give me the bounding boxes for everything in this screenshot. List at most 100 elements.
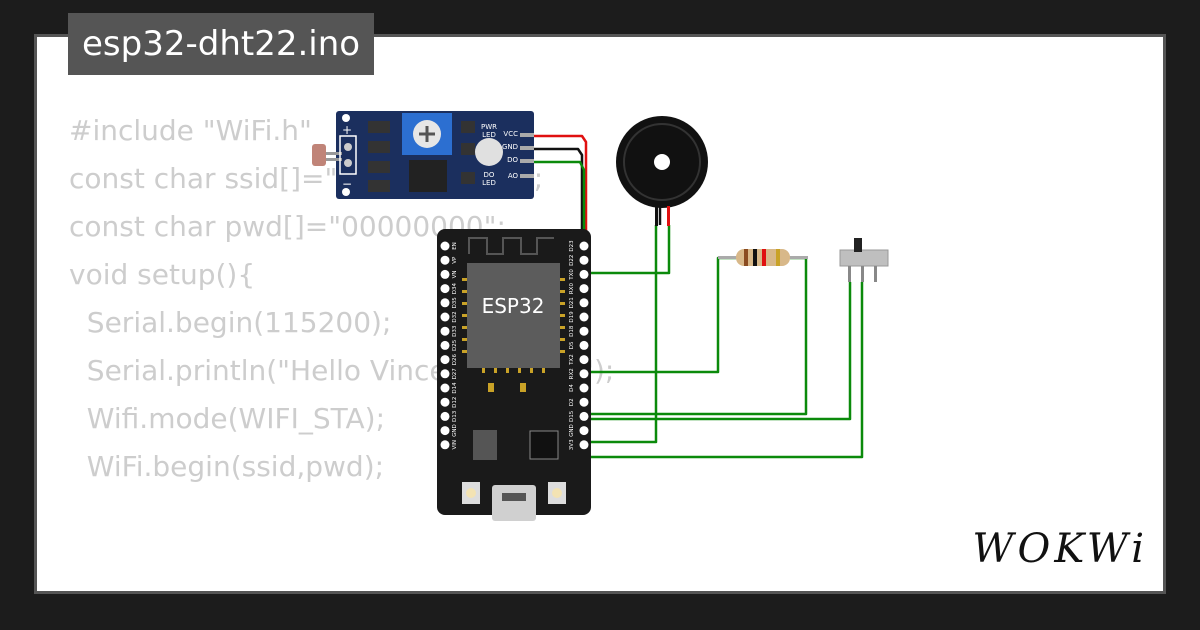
pin-hole-d13[interactable] bbox=[440, 411, 450, 421]
pin-label-vcc: VCC bbox=[503, 130, 518, 138]
esp32-module-shield bbox=[467, 263, 560, 368]
pin-label-d15: D15 bbox=[569, 410, 575, 422]
module-castellation bbox=[462, 278, 565, 373]
wire-vcc[interactable] bbox=[532, 134, 588, 232]
buzzer[interactable] bbox=[616, 116, 708, 226]
pin-hole-gnd[interactable] bbox=[579, 426, 589, 436]
antenna-trace bbox=[468, 237, 554, 255]
pin-hole-d2[interactable] bbox=[579, 397, 589, 407]
pin-hole-vin[interactable] bbox=[440, 440, 450, 450]
pin-hole-d26[interactable] bbox=[440, 355, 450, 365]
file-title[interactable]: esp32-dht22.ino bbox=[68, 13, 375, 75]
pin-label-d12: D12 bbox=[452, 397, 458, 408]
light-sensor-module[interactable]: + − PWR LED DO LED VCC GND DO AO bbox=[312, 111, 534, 199]
pin-label-d19: D19 bbox=[569, 311, 575, 323]
pin-label-ao: AO bbox=[508, 172, 519, 180]
pin-hole-d35[interactable] bbox=[440, 298, 450, 308]
usb-port-icon bbox=[492, 485, 536, 521]
pin-hole-d19[interactable] bbox=[579, 312, 589, 322]
pin-hole-rx0[interactable] bbox=[579, 284, 589, 294]
wire-gnd[interactable] bbox=[532, 147, 584, 232]
pin-hole-d34[interactable] bbox=[440, 284, 450, 294]
wire-buzzer-signal[interactable] bbox=[586, 225, 671, 275]
wire-resistor-right[interactable] bbox=[586, 256, 808, 416]
smd-parts bbox=[488, 383, 526, 392]
plus-label: + bbox=[342, 123, 352, 137]
code-line: Serial.begin(115200); bbox=[69, 306, 392, 339]
canvas-card: #include "WiFi.h"const char ssid[]=" iPh… bbox=[34, 34, 1166, 594]
esp32-label: ESP32 bbox=[482, 294, 545, 318]
pin-label-d22: D22 bbox=[569, 255, 575, 266]
pin-hole-tx0[interactable] bbox=[579, 269, 589, 279]
pin-hole-d4[interactable] bbox=[579, 383, 589, 393]
pin-hole-d5[interactable] bbox=[579, 340, 589, 350]
right-pin-header bbox=[579, 241, 589, 450]
minus-label: − bbox=[342, 177, 352, 191]
pin-hole-d33[interactable] bbox=[440, 326, 450, 336]
code-background: #include "WiFi.h"const char ssid[]=" iPh… bbox=[69, 107, 614, 491]
pin-hole-tx2[interactable] bbox=[579, 355, 589, 365]
pin-hole-d14[interactable] bbox=[440, 383, 450, 393]
code-line: void setup(){ bbox=[69, 258, 256, 291]
pin-label-d5: D5 bbox=[569, 341, 575, 349]
pin-hole-d25[interactable] bbox=[440, 340, 450, 350]
pin-label-tx0: TX0 bbox=[569, 269, 575, 281]
boot-button[interactable] bbox=[548, 482, 566, 504]
pin-label-do: DO bbox=[507, 156, 518, 164]
potentiometer-icon bbox=[402, 113, 452, 155]
code-line: WiFi.begin(ssid,pwd); bbox=[69, 450, 385, 483]
pin-hole-d22[interactable] bbox=[579, 255, 589, 265]
pin-label-3v3: 3V3 bbox=[569, 439, 575, 450]
pin-hole-d18[interactable] bbox=[579, 326, 589, 336]
pin-hole-vp[interactable] bbox=[440, 255, 450, 265]
pin-hole-vn[interactable] bbox=[440, 269, 450, 279]
pin-label-d26: D26 bbox=[452, 353, 458, 365]
pin-label-d2: D2 bbox=[569, 398, 575, 406]
pin-label-d33: D33 bbox=[452, 325, 458, 337]
wire-switch-b[interactable] bbox=[586, 282, 864, 459]
photoresistor-icon bbox=[312, 144, 342, 166]
pin-hole-d12[interactable] bbox=[440, 397, 450, 407]
wokwi-logo: WOKWi bbox=[972, 526, 1148, 572]
pin-hole-gnd[interactable] bbox=[440, 426, 450, 436]
do-led-label-2: LED bbox=[482, 179, 496, 187]
pin-hole-rx2[interactable] bbox=[579, 369, 589, 379]
pin-hole-d23[interactable] bbox=[579, 241, 589, 251]
pin-label-d13: D13 bbox=[452, 410, 458, 422]
right-pin-labels: D23D22TX0RX0D21D19D18D5TX2RX2D4D2D15GND3… bbox=[569, 240, 575, 450]
pin-label-d21: D21 bbox=[569, 297, 575, 308]
do-led-label-1: DO bbox=[484, 171, 495, 179]
pin-label-en: EN bbox=[452, 242, 458, 250]
pin-label-rx0: RX0 bbox=[569, 283, 575, 295]
pin-hole-d21[interactable] bbox=[579, 298, 589, 308]
power-led bbox=[475, 138, 503, 166]
pin-label-gnd: GND bbox=[452, 424, 458, 437]
pin-label-vp: VP bbox=[452, 256, 458, 264]
pin-hole-d32[interactable] bbox=[440, 312, 450, 322]
slide-switch[interactable] bbox=[839, 238, 889, 282]
wire-do[interactable] bbox=[532, 160, 586, 232]
pin-label-d25: D25 bbox=[452, 339, 458, 351]
pin-hole-3v3[interactable] bbox=[579, 440, 589, 450]
pin-label-d18: D18 bbox=[569, 325, 575, 337]
reset-button[interactable] bbox=[462, 482, 480, 504]
pin-label-d34: D34 bbox=[452, 282, 458, 294]
pin-hole-en[interactable] bbox=[440, 241, 450, 251]
pin-label-d4: D4 bbox=[569, 384, 575, 392]
pwr-led-label-1: PWR bbox=[481, 123, 497, 131]
pin-label-rx2: RX2 bbox=[569, 368, 575, 379]
pwr-led-label-2: LED bbox=[482, 131, 496, 139]
pin-hole-d15[interactable] bbox=[579, 411, 589, 421]
pin-label-vin: VIN bbox=[452, 440, 458, 450]
pin-hole-d27[interactable] bbox=[440, 369, 450, 379]
pin-label-d35: D35 bbox=[452, 297, 458, 309]
usb-uart-chip bbox=[529, 430, 559, 460]
code-line: Wifi.mode(WIFI_STA); bbox=[69, 402, 386, 435]
resistor[interactable] bbox=[718, 249, 808, 266]
wire-switch-a[interactable] bbox=[586, 282, 852, 421]
pin-label-d23: D23 bbox=[569, 240, 575, 252]
wire-resistor-left[interactable] bbox=[586, 256, 736, 374]
wire-buzzer-gnd-2[interactable] bbox=[586, 225, 658, 444]
